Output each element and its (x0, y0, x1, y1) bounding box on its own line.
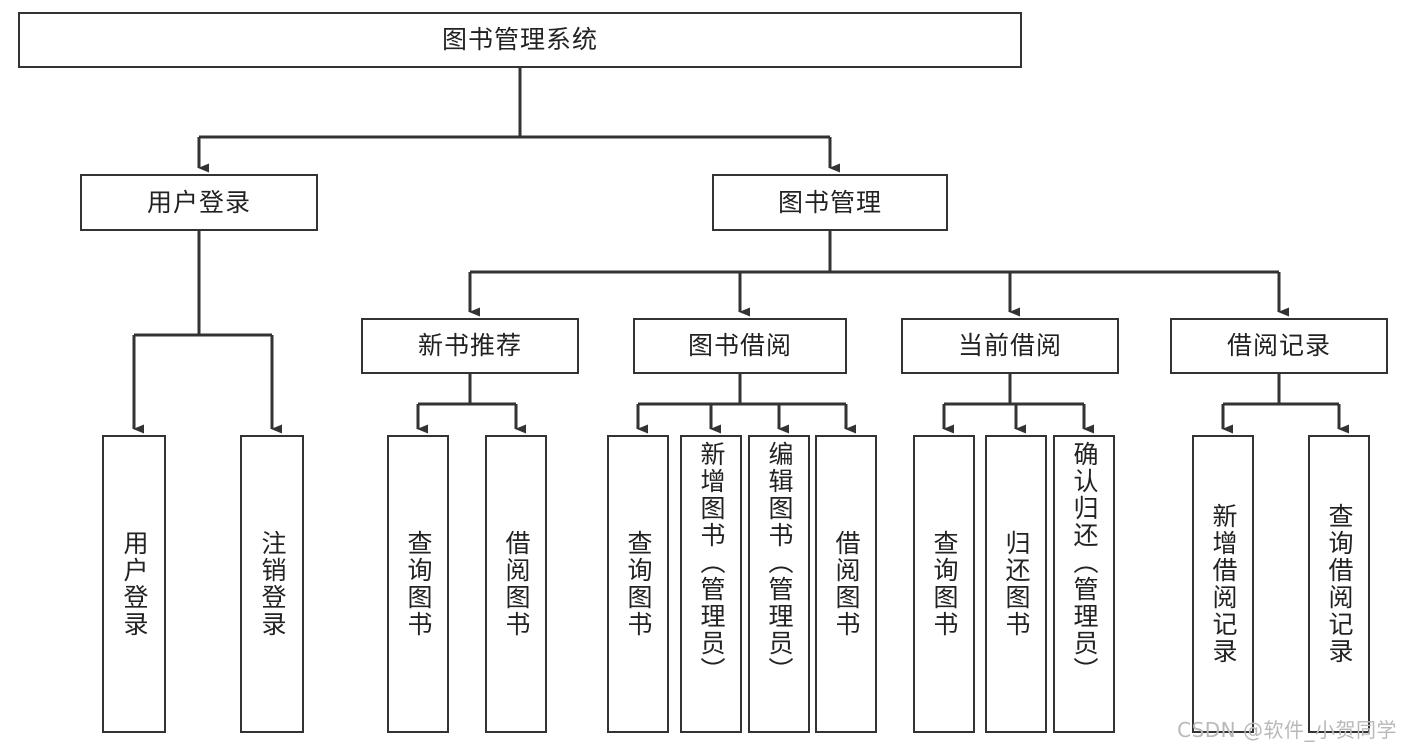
node-root-label: 图书管理系统 (441, 25, 598, 54)
node-leaf-add-borrow-record[interactable]: 新增借阅记录 (1192, 435, 1254, 733)
node-book-borrow-label: 图书借阅 (687, 331, 792, 360)
node-root[interactable]: 图书管理系统 (18, 12, 1022, 68)
node-user-login-label: 用户登录 (146, 187, 251, 217)
node-leaf-edit-book-label: 编辑图书（管理员） (765, 441, 794, 684)
node-leaf-query-borrow-record[interactable]: 查询借阅记录 (1308, 435, 1370, 733)
node-book-borrow[interactable]: 图书借阅 (633, 318, 847, 374)
node-leaf-query-book-current[interactable]: 查询图书 (913, 435, 975, 733)
node-leaf-query-borrow-record-label: 查询借阅记录 (1325, 503, 1354, 665)
node-leaf-borrow-book[interactable]: 借阅图书 (815, 435, 877, 733)
node-leaf-borrow-book-label: 借阅图书 (832, 530, 861, 638)
node-new-book-recommend-label: 新书推荐 (417, 331, 522, 360)
node-user-login[interactable]: 用户登录 (80, 174, 318, 231)
node-leaf-query-book-current-label: 查询图书 (930, 530, 959, 638)
node-leaf-query-book-rec[interactable]: 查询图书 (387, 435, 449, 733)
node-leaf-confirm-return-label: 确认归还（管理员） (1070, 441, 1099, 684)
node-leaf-user-logout-label: 注销登录 (258, 530, 287, 638)
node-current-borrow[interactable]: 当前借阅 (901, 318, 1119, 374)
node-book-management-label: 图书管理 (777, 187, 882, 217)
node-leaf-return-book-label: 归还图书 (1002, 530, 1031, 638)
node-book-management[interactable]: 图书管理 (712, 174, 948, 231)
node-borrow-record[interactable]: 借阅记录 (1170, 318, 1388, 374)
node-leaf-borrow-book-rec-label: 借阅图书 (502, 530, 531, 638)
csdn-watermark: CSDN @软件_小贺同学 (1177, 718, 1397, 742)
node-current-borrow-label: 当前借阅 (957, 331, 1062, 360)
node-leaf-edit-book[interactable]: 编辑图书（管理员） (748, 435, 810, 733)
node-new-book-recommend[interactable]: 新书推荐 (361, 318, 579, 374)
node-leaf-add-book-label: 新增图书（管理员） (697, 441, 726, 684)
node-leaf-add-borrow-record-label: 新增借阅记录 (1209, 503, 1238, 665)
node-leaf-query-book-borrow[interactable]: 查询图书 (607, 435, 669, 733)
node-leaf-user-login-label: 用户登录 (120, 530, 149, 638)
node-leaf-confirm-return[interactable]: 确认归还（管理员） (1053, 435, 1115, 733)
node-leaf-query-book-rec-label: 查询图书 (404, 530, 433, 638)
node-borrow-record-label: 借阅记录 (1226, 331, 1331, 360)
node-leaf-return-book[interactable]: 归还图书 (985, 435, 1047, 733)
node-leaf-user-login[interactable]: 用户登录 (102, 435, 166, 733)
node-leaf-query-book-borrow-label: 查询图书 (624, 530, 653, 638)
node-leaf-user-logout[interactable]: 注销登录 (240, 435, 304, 733)
node-leaf-borrow-book-rec[interactable]: 借阅图书 (485, 435, 547, 733)
node-leaf-add-book[interactable]: 新增图书（管理员） (680, 435, 742, 733)
